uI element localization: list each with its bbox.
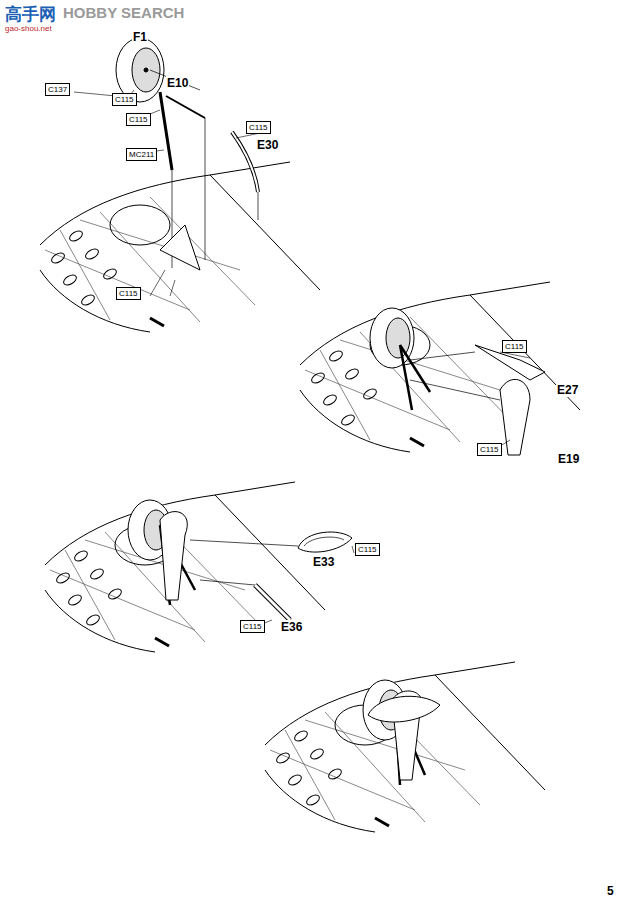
- color-code: C115: [115, 95, 134, 104]
- part-number: E36: [280, 620, 303, 634]
- part-number: F1: [132, 30, 148, 44]
- color-code: C115: [129, 115, 148, 124]
- color-callout-box: C115: [502, 340, 527, 353]
- color-code: C115: [480, 445, 499, 454]
- part-number: E27: [556, 383, 579, 397]
- color-callout-box: C115: [116, 287, 141, 300]
- color-code: C115: [358, 545, 377, 554]
- color-callout-box: C115: [240, 620, 265, 633]
- color-code: C115: [119, 289, 138, 298]
- watermark: 高手网: [4, 3, 57, 26]
- color-code: C115: [249, 123, 268, 132]
- color-code: C115: [505, 342, 524, 351]
- color-code: MC211: [129, 150, 154, 159]
- color-callout-box: C115: [246, 121, 271, 134]
- watermark: gao-shou.net: [4, 24, 53, 33]
- color-callout-box: C137: [45, 83, 70, 96]
- color-callout-box: C115: [477, 443, 502, 456]
- color-callout-box: C115: [126, 113, 151, 126]
- color-callout-box: C115: [112, 93, 137, 106]
- watermark: HOBBY SEARCH: [62, 4, 185, 21]
- part-number: E33: [312, 555, 335, 569]
- page-number: 5: [606, 884, 615, 898]
- part-number: E19: [557, 452, 580, 466]
- part-number: E30: [256, 138, 279, 152]
- color-code: C137: [48, 85, 67, 94]
- color-code: C115: [243, 622, 262, 631]
- part-number: E10: [166, 76, 189, 90]
- color-callout-box: MC211: [126, 148, 157, 161]
- color-callout-box: C115: [355, 543, 380, 556]
